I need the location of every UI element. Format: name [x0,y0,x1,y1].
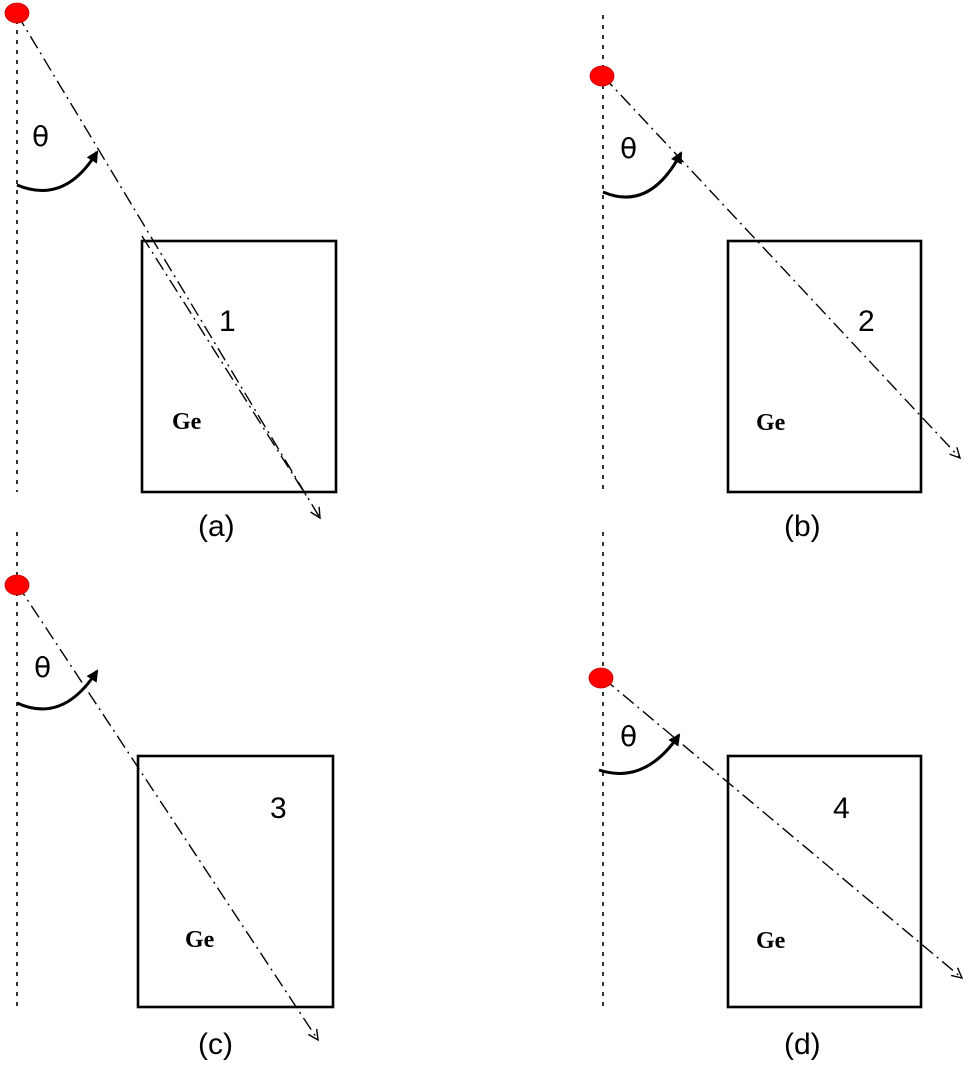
beam-ray [16,583,319,1042]
theta-label: θ [32,120,49,153]
angle-arc [16,150,99,192]
beam-ray [602,75,962,460]
beam-ray-inside [141,235,310,501]
ge-block [726,754,923,1009]
panel-a: θ 1 Ge (a) [4,2,338,543]
panel-caption: (c) [198,1028,233,1061]
angle-arc [602,151,683,199]
material-label: Ge [172,409,202,435]
theta-label: θ [620,132,637,165]
path-number: 1 [219,305,236,338]
panel-caption: (b) [784,510,821,543]
panel-c: θ 3 Ge (c) [4,532,335,1061]
theta-label: θ [34,651,51,684]
panel-d: θ 4 Ge (d) [588,532,964,1061]
material-label: Ge [185,927,215,953]
theta-label: θ [620,720,637,753]
ge-block [140,239,338,494]
path-number: 2 [858,305,875,338]
panel-caption: (d) [784,1028,821,1061]
angle-arc [598,733,681,775]
panel-caption: (a) [198,510,235,543]
material-label: Ge [756,928,786,954]
source-dot [4,574,30,596]
source-dot [4,2,30,24]
beam-ray [16,13,321,520]
panel-b: θ 2 Ge (b) [589,15,962,543]
material-label: Ge [756,410,786,436]
source-dot [588,667,614,689]
path-number: 3 [270,792,287,825]
angle-arc [16,669,99,711]
source-dot [589,65,615,87]
path-number: 4 [833,792,850,825]
ge-block [726,239,923,494]
ge-block [136,754,335,1009]
